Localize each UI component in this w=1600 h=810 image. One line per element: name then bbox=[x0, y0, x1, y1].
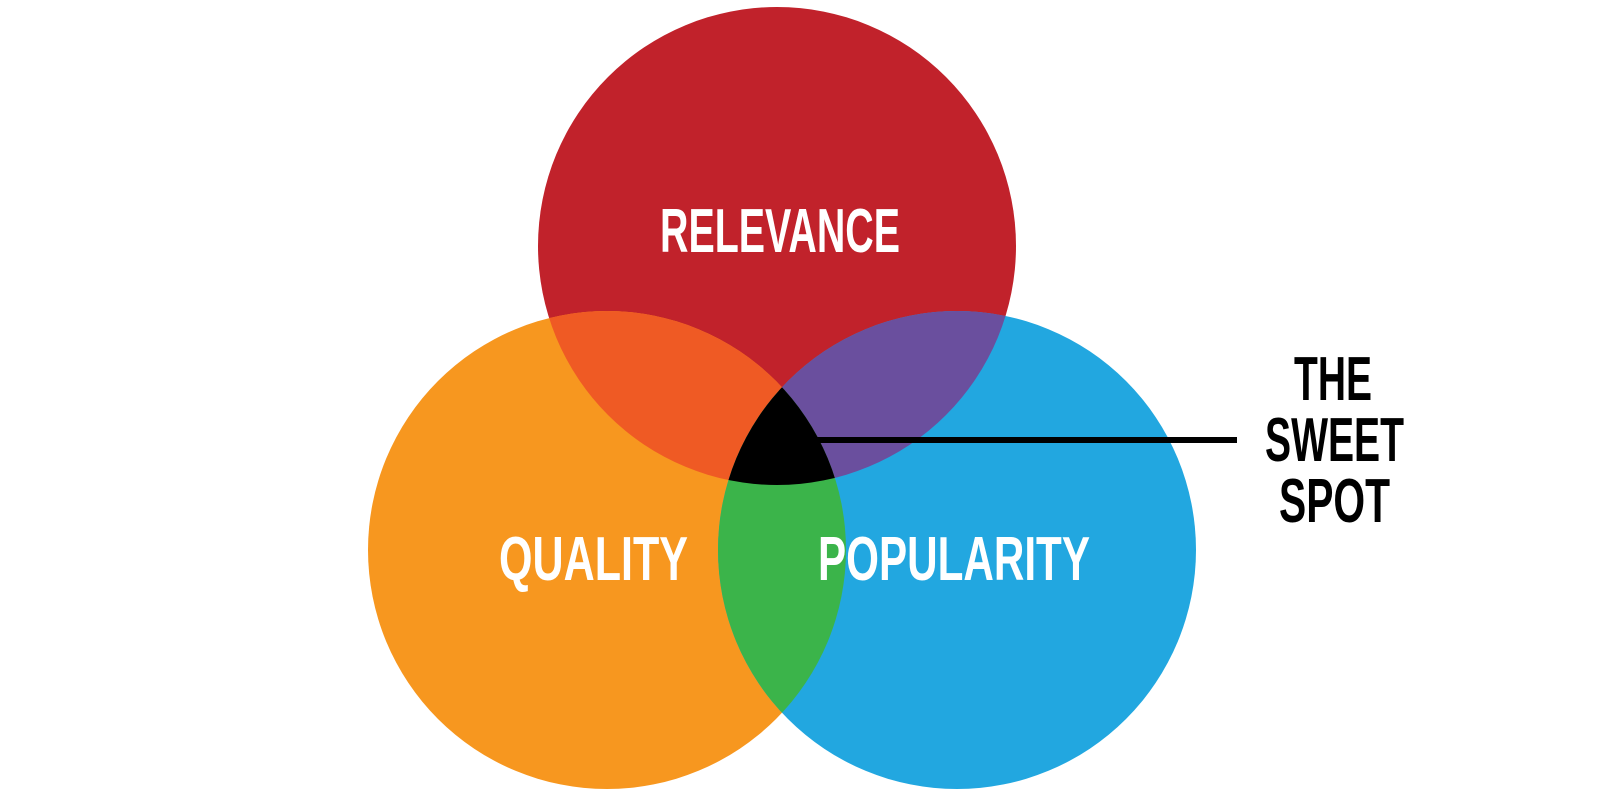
callout-the: THE bbox=[1294, 345, 1372, 414]
callout-sweet: SWEET bbox=[1265, 406, 1404, 475]
popularity-label: POPULARITY bbox=[818, 525, 1090, 594]
relevance-label: RELEVANCE bbox=[660, 197, 900, 266]
relevance-quality-overlap bbox=[538, 311, 846, 485]
quality-label: QUALITY bbox=[499, 525, 688, 594]
callout-spot: SPOT bbox=[1279, 467, 1390, 536]
relevance-popularity-overlap bbox=[718, 311, 1016, 485]
